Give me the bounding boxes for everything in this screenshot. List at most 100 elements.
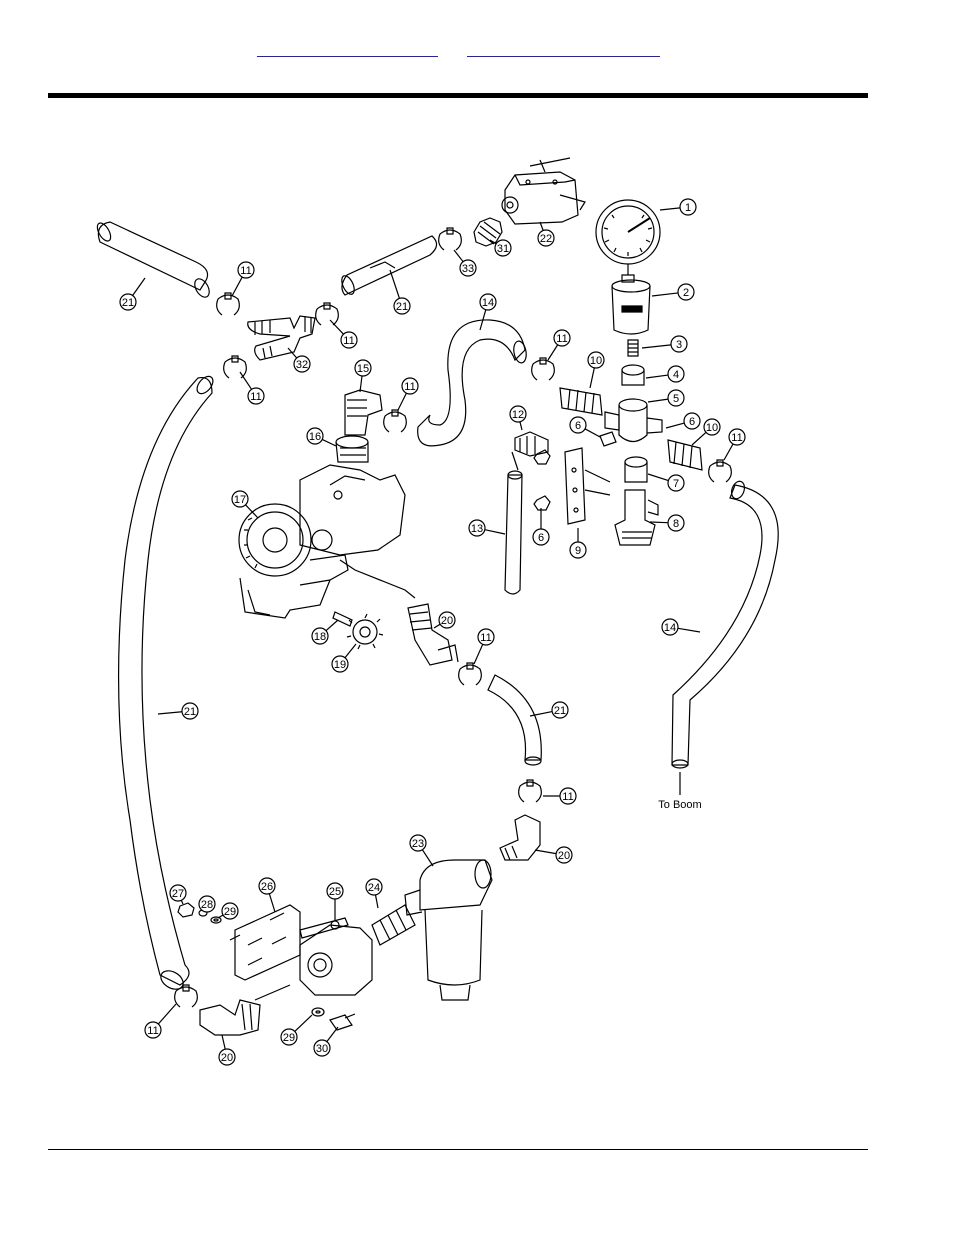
callout-leader	[723, 443, 734, 461]
callout-label: 33	[462, 263, 474, 275]
callout-bubble	[569, 541, 587, 559]
relief-valve-8	[614, 489, 659, 546]
callout-c25: 25	[326, 882, 344, 920]
header-link-2[interactable]	[467, 40, 660, 57]
nipple-3	[627, 339, 639, 357]
callout-c11h: 11	[543, 787, 577, 805]
callout-c2: 2	[651, 283, 695, 301]
key-18	[332, 611, 353, 627]
callout-label: 4	[673, 369, 679, 381]
callout-leader	[677, 627, 701, 633]
callout-c27: 27	[169, 884, 187, 905]
callout-bubble	[313, 1039, 331, 1057]
callout-label: 11	[556, 333, 567, 345]
header-link-1[interactable]	[257, 40, 438, 57]
callout-label: 29	[283, 1032, 295, 1044]
callout-leader	[132, 277, 146, 296]
callout-leader	[268, 893, 276, 913]
sprocket-19	[346, 613, 384, 650]
callout-leader	[651, 292, 679, 297]
callout-leader	[294, 1014, 313, 1032]
callout-label: 26	[261, 881, 273, 893]
callout-leader	[584, 428, 601, 438]
callout-c14b: 14	[661, 618, 701, 636]
callout-label: 20	[221, 1052, 233, 1064]
callout-c29b: 29	[280, 1014, 313, 1046]
callout-c6a: 6	[569, 416, 601, 438]
nut-6-a	[533, 449, 551, 465]
callout-bubble	[587, 351, 605, 369]
callout-c10b: 10	[691, 418, 721, 446]
callout-leader	[691, 431, 707, 446]
clamp-11-g	[458, 662, 482, 686]
callout-c11b: 11	[329, 319, 358, 349]
callout-leader	[665, 422, 685, 429]
callout-c5: 5	[647, 389, 685, 407]
hose-21-middle	[487, 674, 542, 761]
callout-bubble	[331, 655, 349, 673]
callout-leader	[389, 269, 401, 299]
callout-c7: 7	[647, 473, 685, 492]
callout-c16: 16	[306, 427, 337, 447]
callout-leader	[180, 900, 184, 905]
callout-bubble	[393, 297, 411, 315]
callout-label: 28	[201, 899, 213, 911]
washer-29-lower	[311, 1007, 325, 1017]
callout-label: 19	[334, 659, 346, 671]
fitting-10-right	[667, 439, 703, 471]
callout-bubble	[667, 514, 685, 532]
callout-bubble	[237, 261, 255, 279]
callout-leader	[433, 623, 441, 629]
callout-bubble	[667, 389, 685, 407]
clamp-33	[438, 227, 462, 251]
callout-bubble	[198, 895, 216, 913]
callout-leader	[453, 249, 464, 263]
callout-leader	[641, 344, 672, 349]
callout-leader	[321, 438, 337, 447]
callout-bubble	[670, 335, 688, 353]
callout-leader	[359, 375, 363, 393]
strainer-23	[404, 859, 493, 1001]
callout-label: 6	[575, 420, 581, 432]
callout-bubble	[537, 229, 555, 247]
footer-rule	[48, 1149, 868, 1150]
callout-label: 11	[147, 1025, 158, 1037]
callout-bubble	[477, 628, 495, 646]
callout-c17: 17	[231, 490, 259, 519]
callout-bubble	[509, 405, 527, 423]
callout-c31: 31	[489, 239, 512, 257]
callout-leader	[217, 914, 224, 919]
callout-bubble	[247, 387, 265, 405]
callout-c13: 13	[468, 519, 506, 537]
callout-bubble	[703, 418, 721, 436]
callout-bubble	[144, 1021, 162, 1039]
callout-leader	[374, 894, 379, 909]
pump-17	[238, 464, 416, 619]
callout-bubble	[306, 427, 324, 445]
callout-c11i: 11	[144, 1003, 177, 1039]
callout-bubble	[119, 293, 137, 311]
callout-leader	[245, 504, 259, 519]
callout-c22: 22	[537, 221, 555, 247]
callout-c21c: 21	[157, 702, 199, 720]
nut-27	[177, 902, 195, 918]
callout-bubble	[667, 474, 685, 492]
elbow-20-right	[499, 814, 541, 861]
hose-21-upper-left	[97, 221, 209, 291]
callout-label: 10	[590, 355, 602, 367]
callout-bubble	[559, 787, 577, 805]
ball-valve-25	[299, 917, 373, 996]
callout-c11d: 11	[397, 377, 419, 411]
clamp-11-h	[518, 779, 542, 803]
cross-fitting-5	[604, 398, 663, 443]
callout-leader	[534, 849, 557, 855]
callout-c6c: 6	[532, 508, 550, 546]
callout-bubble	[231, 490, 249, 508]
callout-c26: 26	[258, 877, 276, 913]
callout-leader	[221, 1034, 226, 1050]
pressure-gauge-1	[595, 199, 661, 283]
callout-bubble	[311, 627, 329, 645]
callout-c11g: 11	[473, 628, 495, 665]
callout-bubble	[532, 528, 550, 546]
callout-leader	[239, 371, 253, 390]
